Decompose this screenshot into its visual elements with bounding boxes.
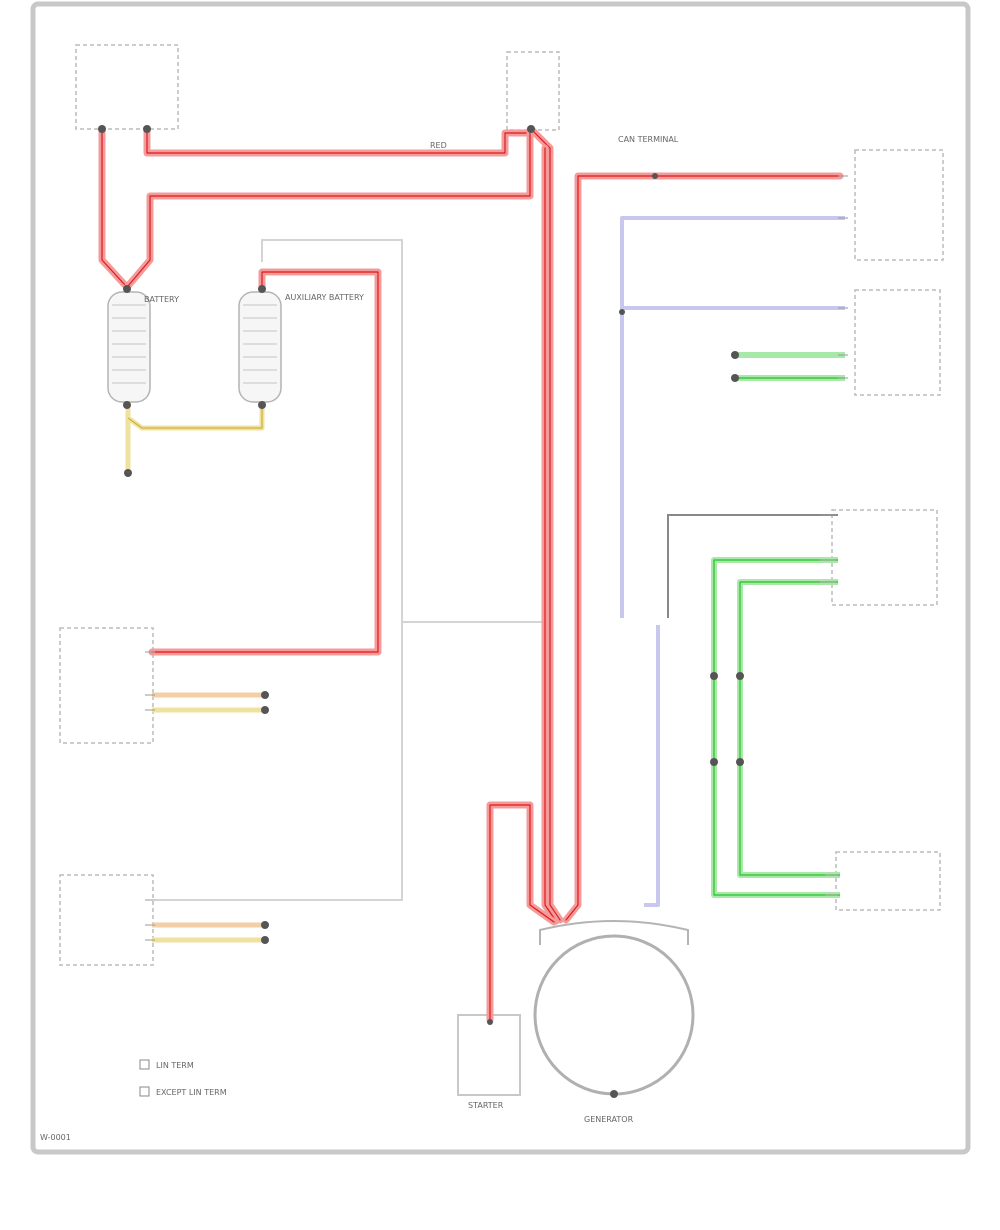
battery-auxiliary <box>238 291 282 403</box>
label-battery: BATTERY <box>144 295 179 304</box>
control-unit-left-lower <box>59 874 154 966</box>
control-unit-right-mid <box>854 289 941 396</box>
blue-wire-3 <box>644 625 660 907</box>
fuse-box-top-left <box>75 44 179 130</box>
label-red-wire: RED <box>430 141 447 150</box>
control-unit-right-top <box>854 149 944 261</box>
legend-label-2: EXCEPT LIN TERM <box>156 1088 227 1097</box>
diagram-frame <box>30 1 971 1155</box>
label-can-terminal: CAN TERMINAL <box>618 135 679 144</box>
legend-marker-1 <box>139 1059 150 1070</box>
relay-box-top-center <box>506 51 560 131</box>
control-unit-right-lower <box>831 509 938 606</box>
battery-main <box>107 291 151 403</box>
label-aux-battery: AUXILIARY BATTERY <box>285 293 364 302</box>
connector-pins <box>145 175 848 941</box>
legend-marker-2 <box>139 1086 150 1097</box>
rearlight-module-box <box>835 851 941 911</box>
connector-dots <box>98 125 744 1098</box>
control-unit-left-upper <box>59 627 154 744</box>
dark-wire <box>667 514 838 618</box>
blue-wire-1 <box>620 216 845 618</box>
legend-label-1: LIN TERM <box>156 1061 194 1070</box>
page-number: W-0001 <box>40 1133 71 1142</box>
label-starter: STARTER <box>468 1101 504 1110</box>
starter-box <box>457 1014 521 1096</box>
gray-wire-aux <box>155 239 403 901</box>
label-generator: GENERATOR <box>584 1115 634 1124</box>
